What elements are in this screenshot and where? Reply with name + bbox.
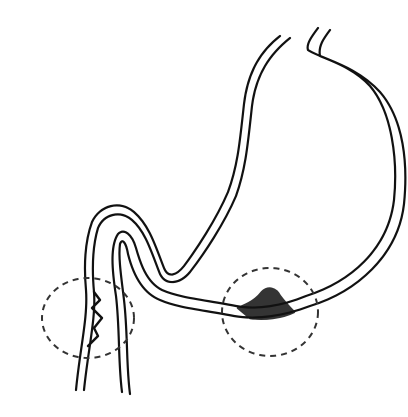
outer-wall-line-2 — [119, 30, 405, 394]
outer-wall-line — [113, 28, 396, 392]
inner-wall-line — [76, 36, 280, 390]
inner-wall-line-2 — [84, 38, 290, 390]
pyloric-irregular-contour — [238, 289, 294, 319]
